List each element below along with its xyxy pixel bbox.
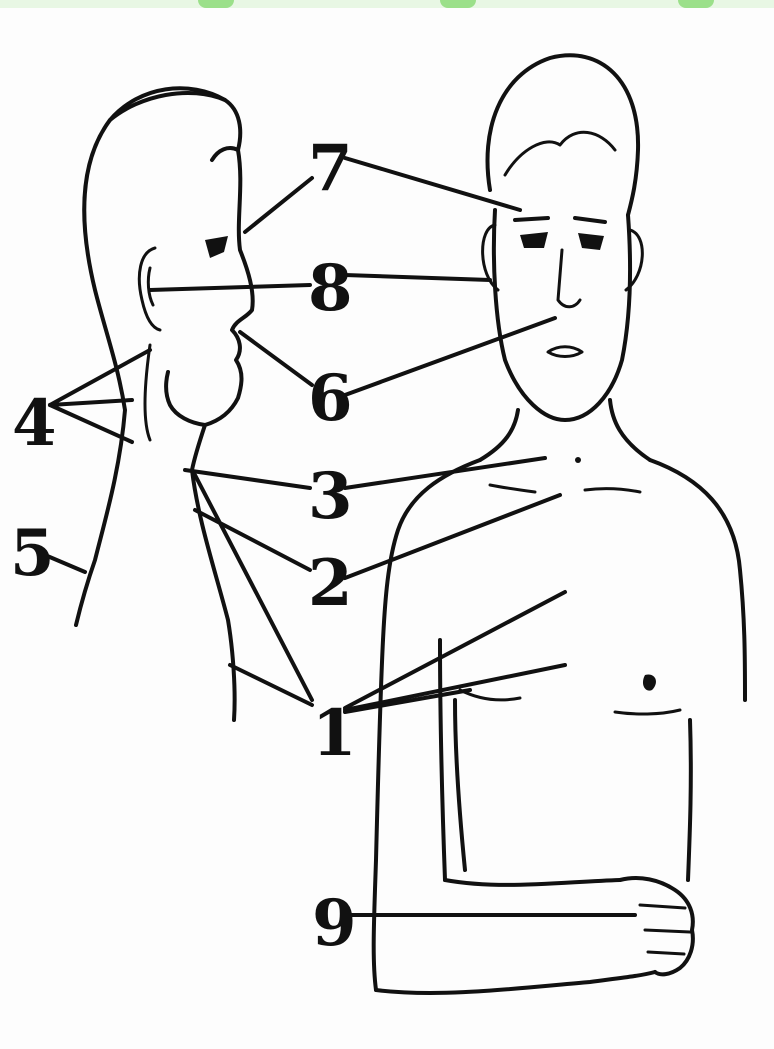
label-5: 5 — [10, 516, 55, 591]
frontal-hand — [620, 878, 693, 974]
frontal-forearm-top — [445, 880, 620, 885]
frontal-eye-right — [578, 233, 604, 250]
pointer-4-b — [50, 400, 132, 405]
profile-back-outline — [76, 88, 225, 625]
frontal-shoulder-right — [650, 460, 745, 700]
frontal-forearm-bottom — [376, 972, 655, 993]
pointer-2-frontal — [345, 495, 560, 578]
frontal-mouth — [548, 347, 582, 357]
frontal-jugular-notch — [575, 457, 581, 463]
label-1: 1 — [312, 696, 357, 771]
label-4: 4 — [12, 386, 57, 461]
pointer-1-armpit — [345, 690, 470, 712]
pointer-4-a — [50, 350, 150, 405]
pointer-7-profile — [245, 178, 312, 232]
frontal-torso-left — [455, 700, 465, 870]
frontal-chest-mark — [615, 710, 680, 714]
label-7: 7 — [308, 131, 353, 206]
frontal-clavicle-right — [585, 489, 640, 492]
profile-ear-inner — [148, 268, 153, 305]
frontal-nose — [558, 250, 580, 307]
frontal-upper-arm-inner — [440, 640, 445, 880]
frontal-head-top — [488, 55, 639, 215]
pointer-8-frontal — [345, 275, 490, 280]
frontal-brow-left — [515, 218, 548, 220]
pointer-4-c — [50, 405, 132, 442]
pointer-3-frontal — [345, 458, 545, 488]
frontal-finger-line — [645, 930, 690, 932]
frontal-figure — [374, 55, 745, 993]
profile-eye — [205, 236, 228, 258]
frontal-nipple — [643, 674, 656, 690]
profile-jaw — [145, 345, 150, 440]
profile-throat — [192, 425, 235, 720]
pointer-8-profile — [150, 285, 310, 290]
frontal-hairline — [505, 132, 615, 175]
frontal-eye-left — [520, 232, 548, 248]
frontal-neck-left — [480, 410, 518, 460]
pointer-6-frontal — [345, 318, 555, 395]
frontal-shoulder-left — [383, 460, 480, 640]
pointer-1-profile — [230, 665, 312, 705]
frontal-finger-line — [640, 905, 685, 908]
profile-figure — [76, 88, 253, 720]
frontal-face — [494, 210, 630, 420]
frontal-finger-line — [648, 952, 684, 954]
pointer-6-profile — [240, 332, 312, 385]
pointer-1-chest — [345, 592, 565, 708]
pointer-7-frontal — [345, 158, 520, 210]
frontal-clavicle-left — [490, 485, 535, 492]
label-2: 2 — [308, 546, 353, 621]
label-8: 8 — [308, 251, 353, 326]
label-9: 9 — [312, 886, 357, 961]
label-6: 6 — [308, 361, 353, 436]
frontal-brow-right — [575, 218, 605, 222]
label-3: 3 — [308, 459, 353, 534]
frontal-torso-right — [688, 720, 691, 880]
pointer-3-profile — [185, 470, 310, 488]
frontal-neck-right — [610, 400, 650, 460]
pointer-1-neck — [195, 475, 312, 700]
number-labels: 7 8 6 4 5 3 2 1 9 — [10, 131, 357, 961]
